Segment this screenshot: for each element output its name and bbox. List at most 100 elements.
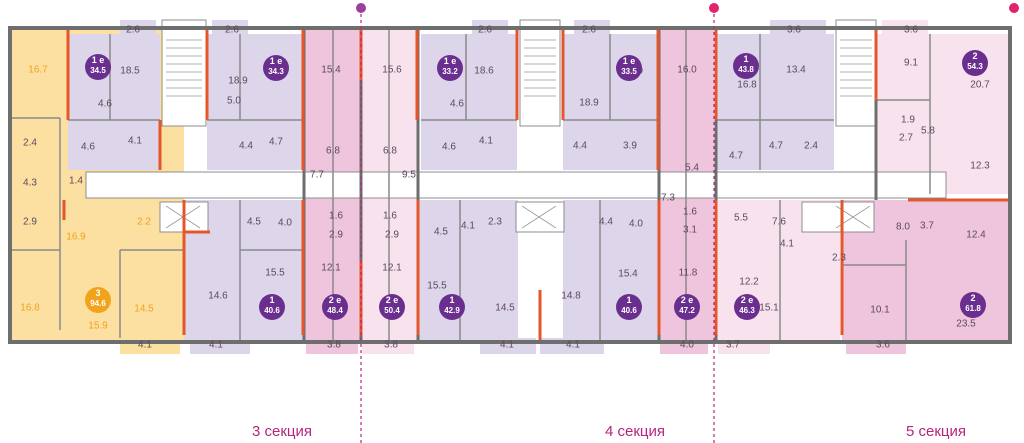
apartment-badge: 394.6 <box>85 287 111 313</box>
room-area-label: 2.9 <box>23 217 37 228</box>
room-area-label: 4.4 <box>599 217 613 228</box>
room-area-label: 6.8 <box>326 146 340 157</box>
section-3-label: 3 секция <box>252 423 313 440</box>
apartment-area: 61.8 <box>965 304 981 313</box>
room-area-label: 9.5 <box>402 170 416 181</box>
apartment-badge: 1 е33.2 <box>437 55 463 81</box>
apt-1e-c-fill <box>421 34 517 170</box>
room-area-label: 12.1 <box>382 263 402 274</box>
room-area-label: 20.7 <box>970 80 990 91</box>
apartment-badge: 2 е50.4 <box>379 294 405 320</box>
elevator <box>801 201 875 233</box>
room-area-label: 15.4 <box>321 65 341 76</box>
apartment-type: 3 <box>95 288 100 298</box>
section-marker-dot <box>356 3 366 13</box>
room-area-label: 4.1 <box>209 340 223 351</box>
room-area-label: 23.5 <box>956 319 976 330</box>
room-area-label: 4.1 <box>128 136 142 147</box>
apartment-area: 40.6 <box>621 306 637 315</box>
apartment-badge: 1 е34.5 <box>85 54 111 80</box>
room-area-label: 18.5 <box>120 66 140 77</box>
apartment-area: 33.2 <box>442 67 458 76</box>
room-area-label: 13.4 <box>786 65 806 76</box>
room-area-label: 4.6 <box>98 99 112 110</box>
room-area-label: 4.4 <box>239 141 253 152</box>
apartment-area: 34.5 <box>90 66 106 75</box>
room-labels: 16.72.44.32.91.416.92.216.815.914.54.12.… <box>20 25 990 351</box>
room-area-label: 1.9 <box>901 115 915 126</box>
apartment-area: 48.4 <box>327 306 343 315</box>
room-area-label: 8.0 <box>896 222 910 233</box>
apartment-type: 2 е <box>741 295 754 305</box>
room-area-label: 7.3 <box>661 193 675 204</box>
apartment-type: 1 <box>449 295 454 305</box>
apartment-badge-circle <box>960 292 986 318</box>
room-area-label: 2.3 <box>832 253 846 264</box>
room-area-label: 12.4 <box>966 230 986 241</box>
apartment-badge: 1 е33.5 <box>616 55 642 81</box>
section-divider-dots <box>356 3 1019 13</box>
room-area-label: 4.5 <box>247 217 261 228</box>
apartment-badge: 142.9 <box>439 294 465 320</box>
room-area-label: 14.8 <box>561 291 581 302</box>
apt-1e-b-fill <box>207 34 303 170</box>
room-area-label: 18.9 <box>228 76 248 87</box>
room-area-label: 5.5 <box>734 213 748 224</box>
room-area-label: 2.7 <box>899 133 913 144</box>
room-area-label: 12.3 <box>970 161 990 172</box>
apartment-badge-circle <box>962 50 988 76</box>
room-area-label: 4.0 <box>278 218 292 229</box>
room-area-label: 12.1 <box>321 263 341 274</box>
apartment-area: 33.5 <box>621 67 637 76</box>
room-area-label: 4.6 <box>81 142 95 153</box>
apartment-badge-circle <box>85 54 111 80</box>
room-area-label: 15.1 <box>759 303 779 314</box>
stair-core <box>835 19 877 127</box>
room-area-label: 4.1 <box>566 340 580 351</box>
room-area-label: 3.6 <box>904 25 918 36</box>
room-area-label: 3.1 <box>683 225 697 236</box>
room-area-label: 16.8 <box>737 80 757 91</box>
room-area-label: 12.2 <box>739 277 759 288</box>
room-area-label: 18.6 <box>474 66 494 77</box>
apartment-badge-circle <box>734 294 760 320</box>
room-area-label: 15.4 <box>618 269 638 280</box>
room-area-label: 1.6 <box>683 207 697 218</box>
room-area-label: 4.0 <box>680 340 694 351</box>
apartment-type: 2 <box>970 293 975 303</box>
apartment-badge-circle <box>379 294 405 320</box>
room-area-label: 7.6 <box>772 217 786 228</box>
room-area-label: 9.1 <box>904 58 918 69</box>
apartment-badge: 261.8 <box>960 292 986 318</box>
room-area-label: 2.2 <box>137 217 151 228</box>
apartment-badge-circle <box>437 55 463 81</box>
apartment-badge-circle <box>85 287 111 313</box>
section-marker-dot <box>1009 3 1019 13</box>
room-area-label: 4.1 <box>138 340 152 351</box>
room-area-label: 2.6 <box>582 25 596 36</box>
accent-walls <box>62 30 1008 340</box>
room-area-label: 18.9 <box>579 98 599 109</box>
apartment-area: 40.6 <box>264 306 280 315</box>
room-area-label: 15.9 <box>88 321 108 332</box>
apartment-area: 46.3 <box>739 306 755 315</box>
room-area-label: 1.4 <box>69 176 83 187</box>
room-area-label: 14.5 <box>495 303 515 314</box>
apartment-badge-circle <box>263 55 289 81</box>
apartment-badge-circle <box>733 53 759 79</box>
room-area-label: 11.8 <box>679 268 698 279</box>
apartment-type: 1 е <box>623 56 636 66</box>
apt-1-d-fill <box>716 34 834 170</box>
room-area-label: 2.4 <box>804 141 818 152</box>
outer-walls <box>8 26 1012 344</box>
room-area-label: 3.6 <box>876 340 890 351</box>
apartment-type: 1 е <box>444 56 457 66</box>
apartment-area: 94.6 <box>90 299 106 308</box>
room-area-label: 15.5 <box>427 281 447 292</box>
apartment-badge-circle <box>616 294 642 320</box>
room-area-label: 15.6 <box>382 65 402 76</box>
room-area-label: 2.3 <box>488 217 502 228</box>
apartment-badge-circle <box>674 294 700 320</box>
apt-1e-d-fill <box>563 34 659 170</box>
apt-1-b-fill <box>418 200 518 340</box>
